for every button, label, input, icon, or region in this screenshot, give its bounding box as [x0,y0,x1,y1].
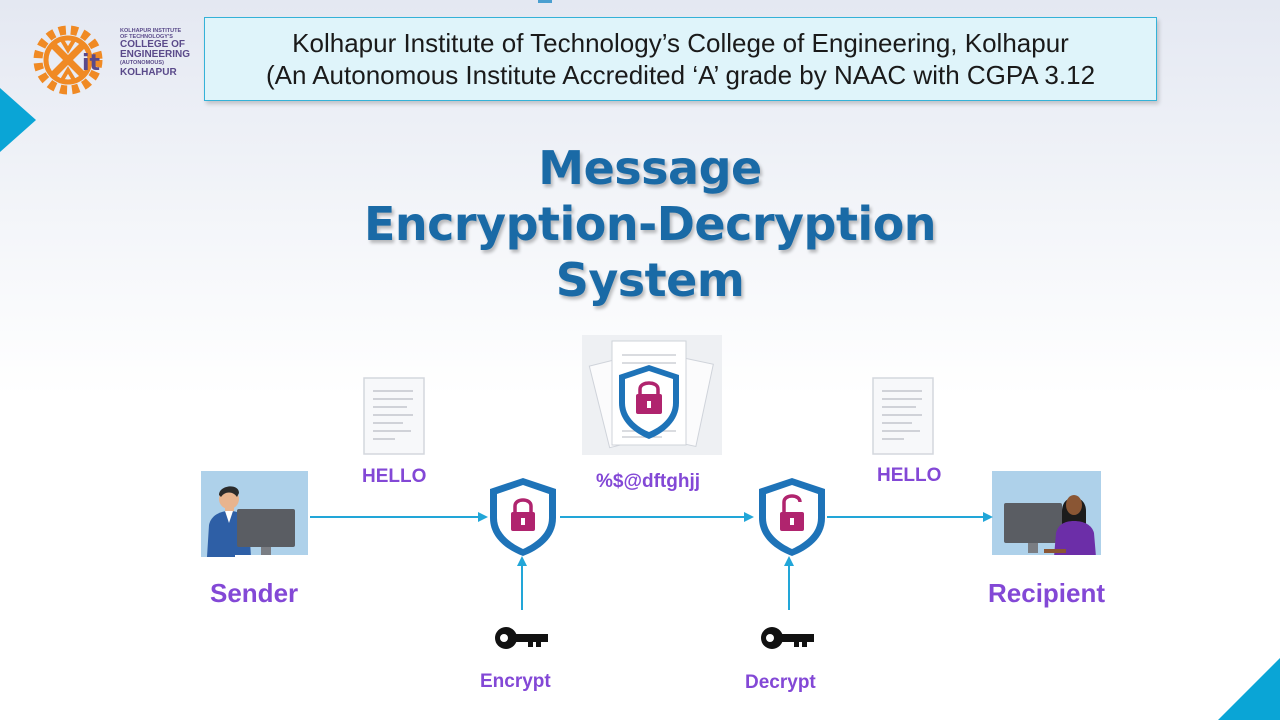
logo-small-line1: KOLHAPUR INSTITUTE [120,28,182,34]
key-icon [494,625,550,651]
recipient-label: Recipient [988,578,1106,608]
encrypted-document-stack [582,335,722,455]
sender-person-icon [201,471,308,557]
ciphertext-label: %$@dftghjj [596,471,701,492]
logo-city: KOLHAPUR [120,67,177,78]
logo-gear-icon: it [30,22,110,98]
corner-triangle-left [0,88,36,152]
encrypt-label: Encrypt [480,671,551,692]
arrow-sender-to-encrypt [310,510,490,522]
page-title: Message Encryption-Decryption System [340,140,960,308]
logo-small-line2: OF TECHNOLOGY'S [120,34,173,40]
svg-text:it: it [82,51,101,76]
logo-tag: (AUTONOMOUS) [120,60,164,66]
header-banner: Kolhapur Institute of Technology’s Colle… [204,17,1157,101]
title-line1: Message [538,141,762,195]
header-line2: (An Autonomous Institute Accredited ‘A’ … [265,60,1096,90]
document-icon [363,377,425,455]
logo-main-line1: COLLEGE OF [120,39,185,50]
document-icon [872,377,934,455]
key-icon [760,625,816,651]
plaintext-right-label: HELLO [877,465,942,486]
plaintext-left-label: HELLO [362,466,427,487]
title-line3: System [555,253,745,307]
shield-lock-icon [488,476,558,556]
decrypt-label: Decrypt [745,672,816,693]
top-accent-tick [538,0,552,3]
arrow-encrypt-to-decrypt [560,510,756,522]
sender-label: Sender [210,578,299,608]
logo-text: KOLHAPUR INSTITUTE OF TECHNOLOGY'S COLLE… [120,28,206,78]
arrow-decrypt-to-recipient [827,510,995,522]
logo-main-line2: ENGINEERING [120,49,191,60]
header-line1: Kolhapur Institute of Technology’s Colle… [292,28,1069,58]
arrow-key-to-encrypt [516,556,528,610]
arrow-key-to-decrypt [783,556,795,610]
corner-triangle-bottom-right [1218,658,1280,720]
shield-unlock-icon [757,476,827,556]
title-line2: Encryption-Decryption [363,197,937,251]
recipient-person-icon [992,471,1101,557]
